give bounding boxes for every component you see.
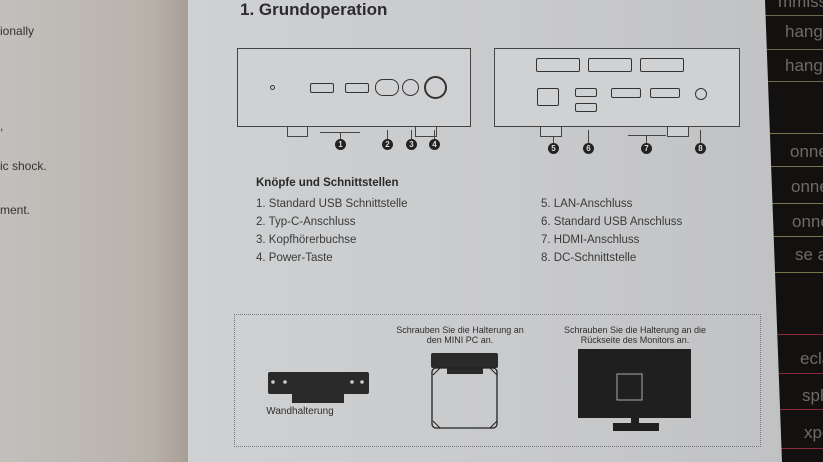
port-list-item: 7. HDMI-Anschluss <box>541 234 640 246</box>
text-fragment: ment. <box>0 203 31 217</box>
text-fragment: ic shock. <box>0 159 47 173</box>
text-fragment: ionally <box>0 24 35 38</box>
screen-text: xport <box>804 423 823 442</box>
screen-text: hange f <box>785 22 823 41</box>
usb-port-icon <box>310 83 334 93</box>
wall-bracket-icon <box>268 372 369 403</box>
vent-icon <box>588 58 632 72</box>
callout-4: 4 <box>429 139 440 150</box>
usb-port-icon <box>575 103 597 112</box>
usb-port-icon <box>575 88 597 97</box>
step2-caption: Schrauben Sie die Halterung an die Rücks… <box>563 325 707 345</box>
callout-1: 1 <box>335 139 346 150</box>
monitor-icon <box>578 349 691 431</box>
port-list-item: 1. Standard USB Schnittstelle <box>256 198 408 210</box>
power-button-icon <box>424 76 447 99</box>
usb-c-port-icon <box>375 79 399 96</box>
hdmi-port-icon <box>650 88 680 98</box>
vent-icon <box>536 58 580 72</box>
headphone-jack-icon <box>402 79 419 96</box>
mounting-instructions <box>234 314 761 447</box>
screen-text: spla <box>802 386 823 405</box>
page-title: 1. Grundoperation <box>240 0 388 19</box>
port-list-item: 8. DC-Schnittstelle <box>541 252 637 264</box>
port-list-item: 2. Typ-C-Anschluss <box>256 216 356 228</box>
callout-8: 8 <box>695 143 706 154</box>
text-fragment: , <box>0 119 4 133</box>
port-list-item: 5. LAN-Anschluss <box>541 198 633 210</box>
section-title: Knöpfe und Schnittstellen <box>256 177 399 189</box>
screen-text: onnec <box>790 142 823 161</box>
back-panel-illustration <box>494 48 740 127</box>
led-icon <box>270 85 275 90</box>
screen-text: eclar <box>800 349 823 368</box>
front-panel-illustration <box>237 48 471 127</box>
callout-2: 2 <box>382 139 393 150</box>
callout-3: 3 <box>406 139 417 150</box>
screen-text: onnec <box>792 212 823 231</box>
usb-port-icon <box>345 83 369 93</box>
mini-pc-with-bracket-icon <box>431 353 498 429</box>
screen-text: hange t <box>785 56 823 75</box>
dc-port-icon <box>695 88 707 100</box>
vent-icon <box>640 58 684 72</box>
port-list-item: 3. Kopfhörerbuchse <box>256 234 357 246</box>
port-list-item: 6. Standard USB Anschluss <box>541 216 683 228</box>
callout-7: 7 <box>641 143 652 154</box>
left-page: ionally , ic shock. ment. <box>0 0 188 462</box>
callout-6: 6 <box>583 143 594 154</box>
step1-caption: Schrauben Sie die Halterung an den MINI … <box>396 325 524 345</box>
bracket-label: Wandhalterung <box>266 406 334 417</box>
screen-text: onnec <box>791 177 823 196</box>
lan-port-icon <box>537 88 559 106</box>
hdmi-port-icon <box>611 88 641 98</box>
callout-5: 5 <box>548 143 559 154</box>
screen-text: mmissio <box>778 0 823 11</box>
port-list-item: 4. Power-Taste <box>256 252 333 264</box>
screen-text: se a r <box>795 245 823 264</box>
